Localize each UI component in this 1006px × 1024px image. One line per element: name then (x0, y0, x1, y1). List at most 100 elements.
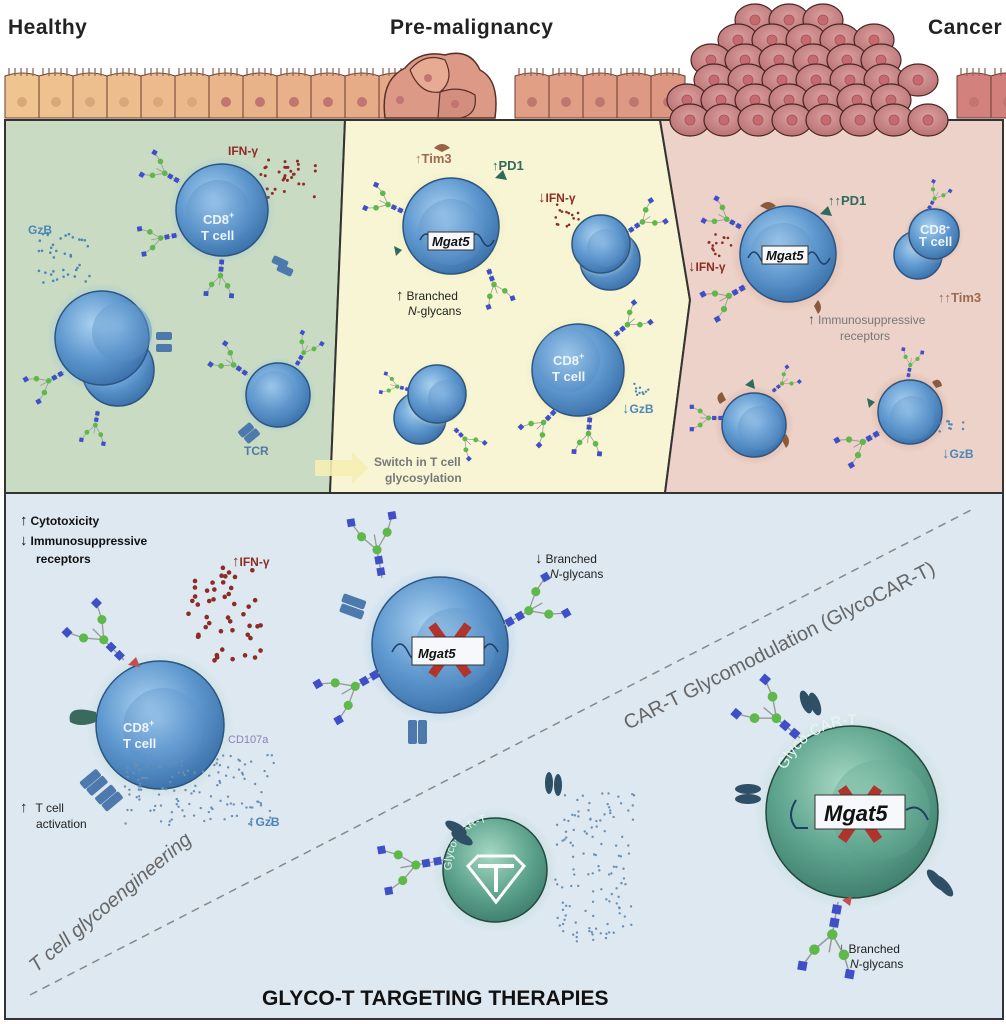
glcnac-square (847, 461, 856, 469)
molecule-dot (37, 249, 41, 253)
molecule-dot (143, 754, 147, 758)
molecule-dot (592, 938, 595, 942)
molecule-dot (226, 570, 232, 575)
n-glycan-icon (378, 371, 411, 395)
tim3-receptor-icon (814, 300, 821, 314)
molecule-dot (572, 828, 575, 832)
molecule-dot (577, 815, 580, 818)
dna-strand-icon (805, 251, 831, 265)
molecule-dot (567, 223, 571, 227)
fucose-triangle-icon (128, 657, 140, 667)
mannose-circle (859, 438, 867, 446)
mannose-circle (539, 432, 546, 438)
glcnac-square (587, 417, 593, 423)
mannose-circle (809, 944, 820, 955)
mannose-circle (389, 376, 394, 382)
glcnac-square (689, 427, 694, 432)
molecule-dot (66, 273, 70, 276)
molecule-dot (599, 819, 602, 822)
molecule-dot (263, 174, 267, 178)
molecule-dot (563, 918, 566, 921)
molecule-dot (241, 611, 246, 617)
molecule-dot (575, 935, 578, 939)
molecule-dot (227, 619, 233, 624)
molecule-dot (258, 648, 263, 653)
glcnac-square (333, 714, 344, 726)
glcnac-square (571, 448, 577, 455)
down-arrow-icon: ↓ (688, 258, 696, 275)
gzb-label: ↓GzB (942, 445, 974, 462)
molecule-dot (76, 266, 79, 270)
molecule-dot (575, 931, 579, 934)
molecule-dot (242, 653, 248, 658)
glcnac-square (358, 675, 370, 687)
glcnac-square (397, 207, 404, 214)
molecule-dot (249, 820, 253, 823)
molecule-dot (607, 931, 611, 934)
cell-nucleus (17, 97, 27, 107)
molecule-dot (711, 244, 715, 247)
molecule-dot (721, 241, 724, 244)
cell-nucleus (684, 114, 696, 126)
glcnac-square (738, 284, 746, 292)
granzyme-b-dots (554, 792, 636, 943)
molecule-dot (133, 762, 137, 765)
glcnac-square (929, 200, 935, 206)
molecule-dot (595, 819, 598, 823)
molecule-dot (230, 656, 235, 662)
cell-nucleus (878, 74, 890, 86)
molecule-dot (252, 655, 258, 660)
glcnac-square (947, 188, 953, 194)
molecule-dot (574, 921, 577, 924)
mannose-circle (350, 681, 360, 691)
molecule-dot (245, 806, 248, 809)
molecule-dot (556, 883, 559, 886)
diamond-t-logo-icon (466, 854, 526, 905)
molecule-dot (84, 280, 88, 283)
molecule-dot (181, 809, 184, 812)
molecule-dot (561, 901, 565, 904)
stage-title-premalignancy: Pre-malignancy (390, 16, 553, 39)
glcnac-square (735, 222, 742, 230)
glcnac-square (771, 387, 777, 393)
molecule-dot (218, 779, 221, 783)
mannose-circle (299, 339, 305, 345)
molecule-dot (228, 585, 234, 591)
molecule-dot (591, 872, 594, 875)
molecule-dot (612, 815, 615, 819)
t-cell-label: T cell (201, 228, 234, 243)
tcr-receptor-icon (339, 593, 427, 744)
healthy-cells: IFN-γ GzB CD8+ T cell TCR (28, 144, 317, 458)
molecule-dot (49, 273, 53, 276)
molecule-dot (712, 248, 715, 252)
epithelial-cell (38, 72, 74, 119)
molecule-dot (226, 795, 230, 798)
glcnac-square (151, 149, 158, 156)
molecule-dot (226, 766, 230, 769)
molecule-dot (125, 755, 129, 758)
glcnac-square (399, 385, 405, 391)
molecule-dot (225, 615, 231, 620)
mannose-circle (915, 356, 920, 362)
tim3-receptor-icon (434, 144, 450, 152)
molecule-dot (572, 217, 575, 220)
mannose-circle (161, 170, 168, 176)
molecule-dot (591, 933, 594, 936)
mannose-circle (637, 321, 643, 328)
glcnac-square (173, 176, 180, 184)
molecule-dot (622, 867, 625, 870)
molecule-dot (63, 252, 67, 256)
glcnac-square (759, 673, 771, 686)
n-glycan-icon (362, 181, 405, 214)
molecule-dot (171, 775, 174, 779)
molecule-dot (296, 167, 300, 171)
molecule-dot (571, 855, 575, 859)
molecule-dot (243, 777, 246, 781)
molecule-dot (204, 614, 210, 620)
molecule-dot (203, 819, 206, 823)
mannose-circle (393, 850, 403, 860)
molecule-dot (183, 773, 186, 777)
molecule-dot (563, 818, 566, 822)
epithelial-cell (72, 72, 108, 119)
molecule-dot (620, 835, 624, 839)
